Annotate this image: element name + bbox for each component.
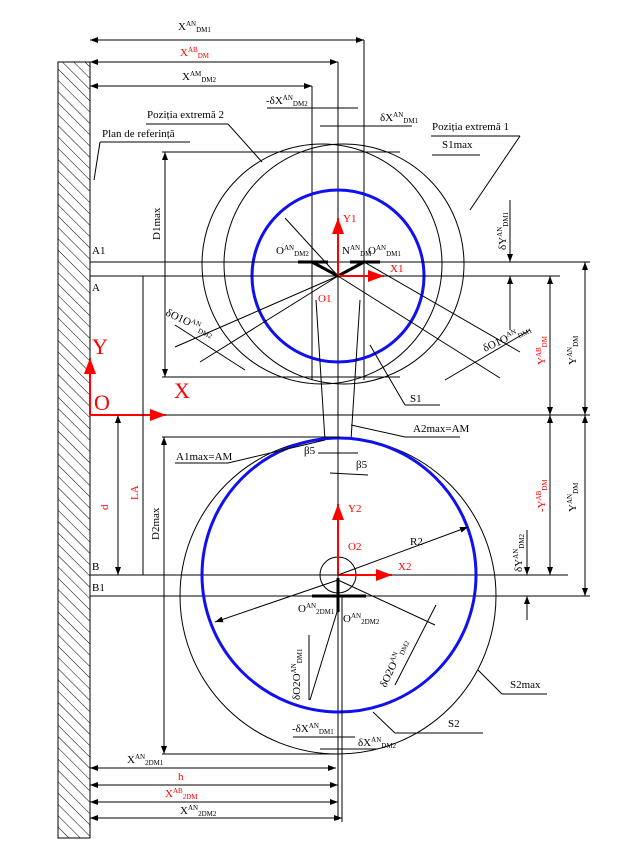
label-h: h <box>178 771 184 783</box>
label-x-2dm2: XAN2DM2 <box>180 804 217 818</box>
extreme-position-2-circle <box>201 143 443 385</box>
label-d1max: D1max <box>151 207 163 240</box>
label-dx-dm2: δXANDM2 <box>358 736 397 750</box>
shaft-2-circle <box>200 436 478 714</box>
label-do1-dm2: δO1OANDM2 <box>163 306 216 341</box>
label-x-dm-red: XABDM <box>180 46 210 60</box>
label-a1max: A1max=AM <box>176 451 233 463</box>
label-y2: Y2 <box>348 503 361 515</box>
label-a2max: A2max=AM <box>413 423 470 435</box>
label-o-2dm1: OAN2DM1 <box>298 602 335 616</box>
label-y-dm-b: YANDM <box>566 482 580 512</box>
label-b: B <box>92 561 99 573</box>
label-do1-dm1: δO1OANDM1 <box>481 321 534 356</box>
label-dy-dm2: δYANDM2 <box>512 533 526 572</box>
label-y1: Y1 <box>343 213 356 225</box>
label-b1: B1 <box>92 582 105 594</box>
label-axis-x: X <box>174 378 190 403</box>
reference-wall <box>57 61 91 839</box>
label-axis-o: O <box>94 390 110 415</box>
label-r2: R2 <box>410 536 423 548</box>
label-d2max: D2max <box>150 507 162 540</box>
label-o2: O2 <box>348 541 361 553</box>
label-neg-dx-dm1: -δXANDM1 <box>292 722 334 736</box>
label-d: d <box>99 504 111 510</box>
label-x-2dm-red: XAB2DM <box>165 787 198 801</box>
label-s1: S1 <box>410 393 422 405</box>
label-o-dm1: OANDM1 <box>368 244 401 258</box>
label-n-dm: NANDM <box>342 244 372 258</box>
label-y-dm-red: YABDM <box>535 335 549 365</box>
label-neg-dx-dm2: -δXANDM2 <box>266 94 308 108</box>
top-dimensions <box>90 37 412 820</box>
label-x1: X1 <box>390 263 403 275</box>
label-pozitia-1: Poziția extremă 1 <box>432 121 509 133</box>
label-dy-dm1: δYANDM1 <box>496 211 510 250</box>
label-neg-y-dm-red: -YABDM <box>535 479 549 512</box>
label-x2: X2 <box>398 561 411 573</box>
label-a: A <box>92 282 100 294</box>
label-plan-referinta: Plan de referință <box>102 128 175 140</box>
label-y-dm: YANDM <box>566 335 580 365</box>
label-o-dm2: OANDM2 <box>276 244 309 258</box>
label-o1: O1 <box>318 293 331 305</box>
label-s2max: S2max <box>510 679 541 691</box>
label-beta5-b: β5 <box>356 459 368 471</box>
label-x-2dm1: XAN2DM1 <box>127 753 164 767</box>
label-x-dm2: XAMDM2 <box>182 70 217 84</box>
label-s2: S2 <box>448 718 460 730</box>
label-x-dm1: XANDM1 <box>178 20 211 34</box>
label-s1max: S1max <box>442 139 473 151</box>
label-la: LA <box>129 485 141 500</box>
label-a1: A1 <box>92 245 105 257</box>
label-pozitia-2: Poziția extremă 2 <box>147 109 224 121</box>
label-do2-dm1: δO2OANDM1 <box>290 648 304 700</box>
extreme-position-1-circle <box>223 143 465 385</box>
label-beta5-a: β5 <box>304 445 316 457</box>
label-axis-y: Y <box>92 334 108 359</box>
label-dx-dm1: δXANDM1 <box>380 111 419 125</box>
label-o-2dm2: OAN2DM2 <box>343 612 380 626</box>
